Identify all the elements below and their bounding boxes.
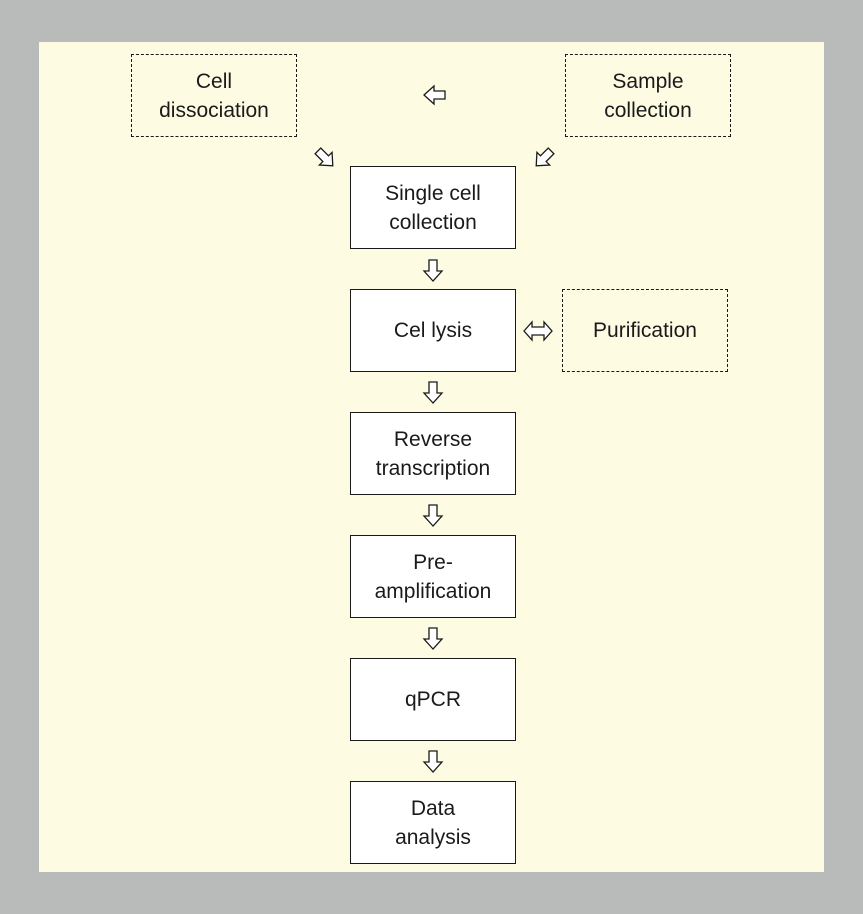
cell-dissociation-box: Cell dissociation (131, 54, 297, 137)
down-left-arrow-icon (535, 147, 555, 167)
single-cell-collection-box: Single cell collection (350, 166, 516, 249)
cell-lysis-label: Cel lysis (393, 319, 473, 342)
qpcr-label: qPCR (404, 688, 462, 711)
down-arrow-icon (422, 259, 444, 282)
data-analysis-box: Data analysis (350, 781, 516, 864)
sample-collection-label: Sample collection (604, 69, 692, 122)
purification-box: Purification (562, 289, 728, 372)
reverse-transcription-label: Reverse transcription (375, 427, 491, 480)
reverse-transcription-box: Reverse transcription (350, 412, 516, 495)
down-arrow-icon (422, 627, 444, 650)
pre-amplification-label: Pre- amplification (374, 550, 492, 603)
pre-amplification-box: Pre- amplification (350, 535, 516, 618)
left-right-arrow-icon (523, 320, 553, 342)
down-arrow-icon (422, 750, 444, 773)
left-arrow-icon (423, 84, 446, 106)
single-cell-collection-label: Single cell collection (385, 181, 481, 234)
data-analysis-label: Data analysis (395, 796, 471, 849)
down-arrow-icon (422, 381, 444, 404)
cell-dissociation-label: Cell dissociation (159, 69, 269, 122)
sample-collection-box: Sample collection (565, 54, 731, 137)
down-right-arrow-icon (314, 147, 334, 167)
purification-label: Purification (593, 319, 697, 342)
qpcr-box: qPCR (350, 658, 516, 741)
down-arrow-icon (422, 504, 444, 527)
cell-lysis-box: Cel lysis (350, 289, 516, 372)
